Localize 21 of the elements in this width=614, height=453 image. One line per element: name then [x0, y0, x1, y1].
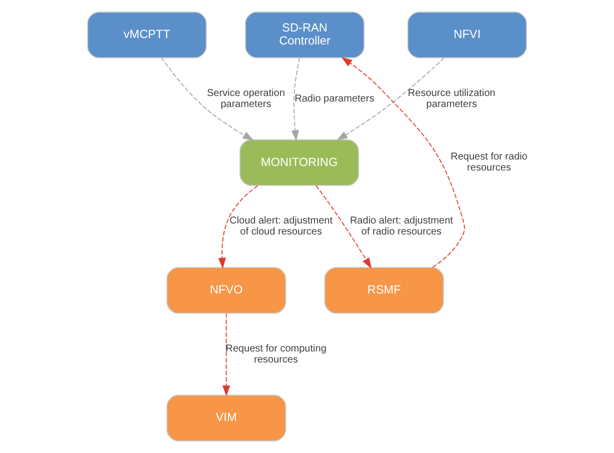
node-box: SD-RAN Controller: [244, 12, 364, 58]
edge-label: Cloud alert: adjustment of cloud resources: [229, 216, 332, 238]
arrow: [290, 58, 300, 142]
arrow: [336, 58, 444, 140]
edge-label: Request for radio resources: [450, 152, 527, 174]
arrow: [218, 185, 258, 269]
node-box: NFVO: [166, 267, 286, 314]
edge-label: Radio alert: adjustment of radio resources: [349, 216, 452, 238]
node-box: VIM: [166, 394, 286, 442]
edge-label: Request for computing resources: [225, 343, 326, 366]
node-box: vMCPTT: [86, 12, 206, 58]
arrow: [315, 185, 372, 269]
arrow: [160, 57, 254, 140]
edge-label: Service operation parameters: [206, 88, 284, 110]
node-box: MONITORING: [239, 139, 359, 186]
edge-label: Radio parameters: [294, 93, 374, 104]
arrow: [222, 312, 230, 396]
edge-label: Resource utilization parameters: [407, 88, 495, 110]
node-box: NFVI: [406, 12, 526, 58]
arrow: [340, 57, 464, 268]
node-box: RSMF: [324, 267, 444, 314]
